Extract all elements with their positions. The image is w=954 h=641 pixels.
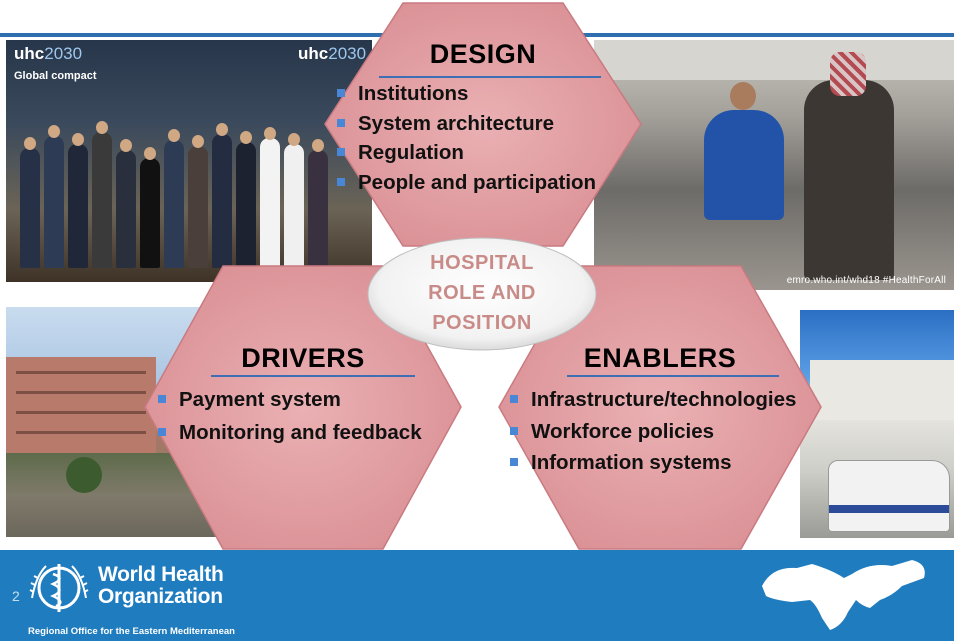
drivers-list: Payment system Monitoring and feedback: [157, 385, 422, 447]
list-item: System architecture: [336, 109, 596, 139]
uhc2030-logo-left: uhc2030: [14, 44, 83, 63]
list-item: Infrastructure/technologies: [509, 385, 796, 415]
photo-patients-waiting: emro.who.int/whd18 #HealthForAll: [594, 40, 954, 290]
hexagon-design-shape: [324, 2, 642, 247]
man-in-robe: [804, 80, 894, 280]
enablers-title-rule: [567, 375, 779, 377]
banner-text: Global compact: [14, 70, 97, 82]
center-label: HOSPITAL ROLE AND POSITION: [428, 252, 536, 334]
drivers-title: DRIVERS: [241, 343, 365, 373]
hexagon-drivers: DRIVERS Payment system Monitoring and fe…: [143, 265, 463, 550]
palm-tree: [66, 457, 102, 493]
list-item: Regulation: [336, 138, 596, 168]
who-region-label: Regional Office for the Eastern Mediterr…: [28, 626, 235, 637]
uhc2030-logo-right: uhc2030: [298, 44, 367, 63]
page-number: 2: [12, 588, 20, 604]
list-item: Workforce policies: [509, 417, 796, 447]
bullet-square-icon: [337, 118, 345, 127]
drivers-title-rule: [211, 375, 415, 377]
footer-bar: 2 World Health Organization Regional Off…: [0, 550, 954, 641]
bullet-square-icon: [510, 458, 518, 466]
bullet-square-icon: [337, 177, 345, 186]
photo-global-compact-event: uhc2030 uhc2030 Global compact: [6, 40, 372, 282]
keffiyeh: [830, 52, 866, 96]
hexagon-enablers: ENABLERS Infrastructure/technologies Wor…: [497, 265, 823, 550]
center-oval-shape: [367, 237, 597, 351]
list-item: Payment system: [157, 385, 422, 415]
bullet-square-icon: [510, 426, 518, 435]
photo-caption: emro.who.int/whd18 #HealthForAll: [786, 275, 946, 286]
hexagon-design: DESIGN Institutions System architecture …: [323, 2, 643, 247]
list-item: Information systems: [509, 448, 796, 478]
center-oval: HOSPITAL ROLE AND POSITION: [366, 236, 598, 352]
region-map-icon: [762, 560, 925, 630]
enablers-list: Infrastructure/technologies Workforce po…: [509, 385, 796, 478]
list-item: People and participation: [336, 168, 596, 198]
design-title: DESIGN: [429, 39, 537, 69]
photo-ambulance: [800, 310, 954, 538]
white-building: [810, 360, 954, 420]
list-item: Institutions: [336, 79, 596, 109]
group-of-people: [20, 118, 350, 268]
bullet-square-icon: [337, 148, 345, 156]
design-list: Institutions System architecture Regulat…: [336, 79, 596, 197]
hexagon-enablers-shape: [498, 265, 822, 550]
ambulance-van: [828, 460, 950, 532]
wall-panels: [594, 40, 954, 80]
design-title-rule: [379, 76, 601, 78]
enablers-title: ENABLERS: [583, 343, 737, 373]
bullet-square-icon: [158, 427, 166, 436]
who-emblem-icon: [29, 564, 89, 612]
list-item: Monitoring and feedback: [157, 418, 422, 448]
hospital-building: [6, 357, 156, 453]
person-in-blue: [704, 110, 784, 220]
who-name: World Health Organization: [98, 563, 224, 608]
bullet-square-icon: [337, 89, 345, 97]
bullet-square-icon: [158, 395, 166, 403]
bullet-square-icon: [510, 395, 518, 403]
